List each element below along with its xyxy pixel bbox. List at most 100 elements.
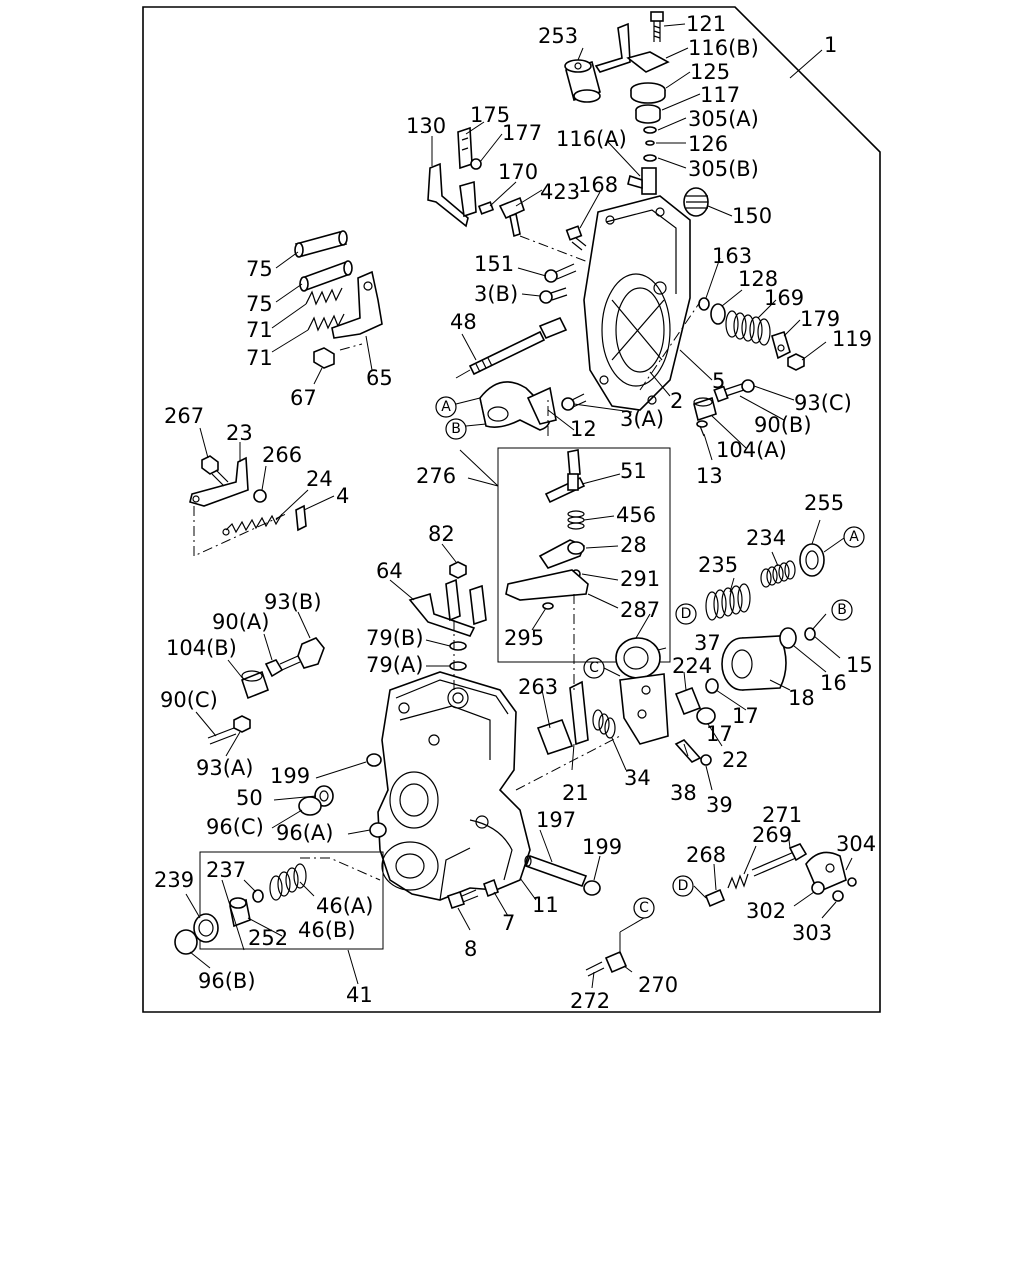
callout-199a: 199 bbox=[270, 764, 310, 788]
callout-116b: 116(B) bbox=[688, 36, 759, 60]
callout-90a: 90(A) bbox=[212, 610, 269, 634]
callout-71a: 71 bbox=[246, 318, 273, 342]
part-93b-cap bbox=[297, 637, 325, 669]
ref-circle-c-lower: C bbox=[633, 897, 655, 919]
part-116b-bracket bbox=[594, 22, 670, 73]
callout-39: 39 bbox=[706, 793, 733, 817]
part-423-lever bbox=[498, 196, 525, 238]
part-96a-plug bbox=[369, 822, 387, 838]
part-46-spring bbox=[269, 863, 307, 901]
part-303-nut bbox=[832, 890, 844, 902]
part-24-spring bbox=[222, 513, 283, 536]
ref-circle-c-upper: C bbox=[583, 657, 605, 679]
callout-5: 5 bbox=[712, 369, 725, 393]
part-179-bracket bbox=[771, 330, 791, 360]
ref-circle-a-right: A bbox=[843, 526, 865, 548]
part-287-plate bbox=[505, 569, 589, 601]
ref-letter-d-lower: D bbox=[678, 878, 689, 894]
part-302-nut bbox=[811, 881, 825, 895]
callout-79b: 79(B) bbox=[366, 626, 424, 650]
callout-48: 48 bbox=[450, 310, 477, 334]
part-121-bolt bbox=[650, 11, 664, 42]
callout-46b: 46(B) bbox=[298, 918, 356, 942]
ref-letter-a-upper: A bbox=[441, 399, 451, 415]
callout-126: 126 bbox=[688, 132, 728, 156]
part-224-block bbox=[674, 686, 702, 716]
part-163-ring bbox=[698, 297, 710, 311]
callout-168: 168 bbox=[578, 173, 618, 197]
callout-234: 234 bbox=[746, 526, 786, 550]
callout-21: 21 bbox=[562, 781, 589, 805]
callout-75b: 75 bbox=[246, 292, 273, 316]
callout-177: 177 bbox=[502, 121, 542, 145]
part-263-bracket bbox=[536, 680, 589, 756]
part-272-screw bbox=[585, 961, 605, 977]
part-79b-washer bbox=[449, 641, 467, 651]
callout-2: 2 bbox=[670, 389, 683, 413]
callout-104b: 104(B) bbox=[166, 636, 237, 660]
callout-268: 268 bbox=[686, 843, 726, 867]
callout-163: 163 bbox=[712, 244, 752, 268]
callout-237: 237 bbox=[206, 858, 246, 882]
part-175-bracket bbox=[457, 126, 473, 170]
callout-96a: 96(A) bbox=[276, 821, 333, 845]
callout-17b: 17 bbox=[732, 704, 759, 728]
part-65-plate bbox=[331, 270, 383, 339]
callout-96b: 96(B) bbox=[198, 969, 256, 993]
group-276-box bbox=[497, 447, 671, 663]
part-71-spring-lower bbox=[307, 313, 345, 332]
callout-93c: 93(C) bbox=[794, 391, 852, 415]
callout-34: 34 bbox=[624, 766, 651, 790]
callout-287: 287 bbox=[620, 598, 660, 622]
part-266-nut bbox=[253, 489, 267, 503]
callout-199b: 199 bbox=[582, 835, 622, 859]
callout-12: 12 bbox=[570, 417, 597, 441]
part-22-cap bbox=[696, 707, 716, 725]
part-252-piston bbox=[229, 897, 251, 928]
part-199-plug-upper bbox=[366, 753, 382, 767]
callout-150: 150 bbox=[732, 204, 772, 228]
part-4-clip bbox=[295, 504, 307, 532]
callout-71b: 71 bbox=[246, 346, 273, 370]
part-128-washer bbox=[710, 303, 726, 325]
part-13-pin bbox=[696, 420, 708, 437]
callout-267: 267 bbox=[164, 404, 204, 428]
callout-18: 18 bbox=[788, 686, 815, 710]
ref-circle-a-upper: A bbox=[435, 396, 481, 418]
callout-255: 255 bbox=[804, 491, 844, 515]
leader-1 bbox=[789, 49, 823, 79]
callout-253: 253 bbox=[538, 24, 578, 48]
part-64-bracket bbox=[408, 578, 487, 637]
part-34-spring bbox=[592, 709, 616, 739]
part-104a-cap bbox=[693, 396, 717, 422]
part-2-governor-cover bbox=[583, 195, 691, 411]
part-main-housing bbox=[377, 671, 531, 901]
part-267-bolt bbox=[201, 455, 229, 487]
callout-15: 15 bbox=[846, 653, 873, 677]
ref-letter-c-lower: C bbox=[639, 900, 649, 916]
part-28-lever bbox=[538, 539, 586, 569]
callout-96c: 96(C) bbox=[206, 815, 264, 839]
callout-41: 41 bbox=[346, 983, 373, 1007]
part-177-nut bbox=[470, 158, 482, 170]
part-170-pin bbox=[477, 201, 495, 215]
callout-179: 179 bbox=[800, 307, 840, 331]
part-253-sleeve bbox=[564, 59, 601, 103]
callout-276: 276 bbox=[416, 464, 456, 488]
diagram-frame bbox=[142, 6, 881, 1013]
part-255-cup bbox=[799, 543, 825, 577]
part-304-nut bbox=[847, 877, 857, 887]
part-104b-cap bbox=[241, 670, 269, 700]
callout-38: 38 bbox=[670, 781, 697, 805]
callout-272: 272 bbox=[570, 989, 610, 1013]
callout-13: 13 bbox=[696, 464, 723, 488]
callout-23: 23 bbox=[226, 421, 253, 445]
part-126-oring bbox=[645, 140, 655, 146]
callout-46a: 46(A) bbox=[316, 894, 373, 918]
callout-65: 65 bbox=[366, 366, 393, 390]
callout-90b: 90(B) bbox=[754, 413, 812, 437]
ref-letter-c-upper: C bbox=[589, 660, 599, 676]
callout-305b: 305(B) bbox=[688, 157, 759, 181]
callout-119: 119 bbox=[832, 327, 872, 351]
